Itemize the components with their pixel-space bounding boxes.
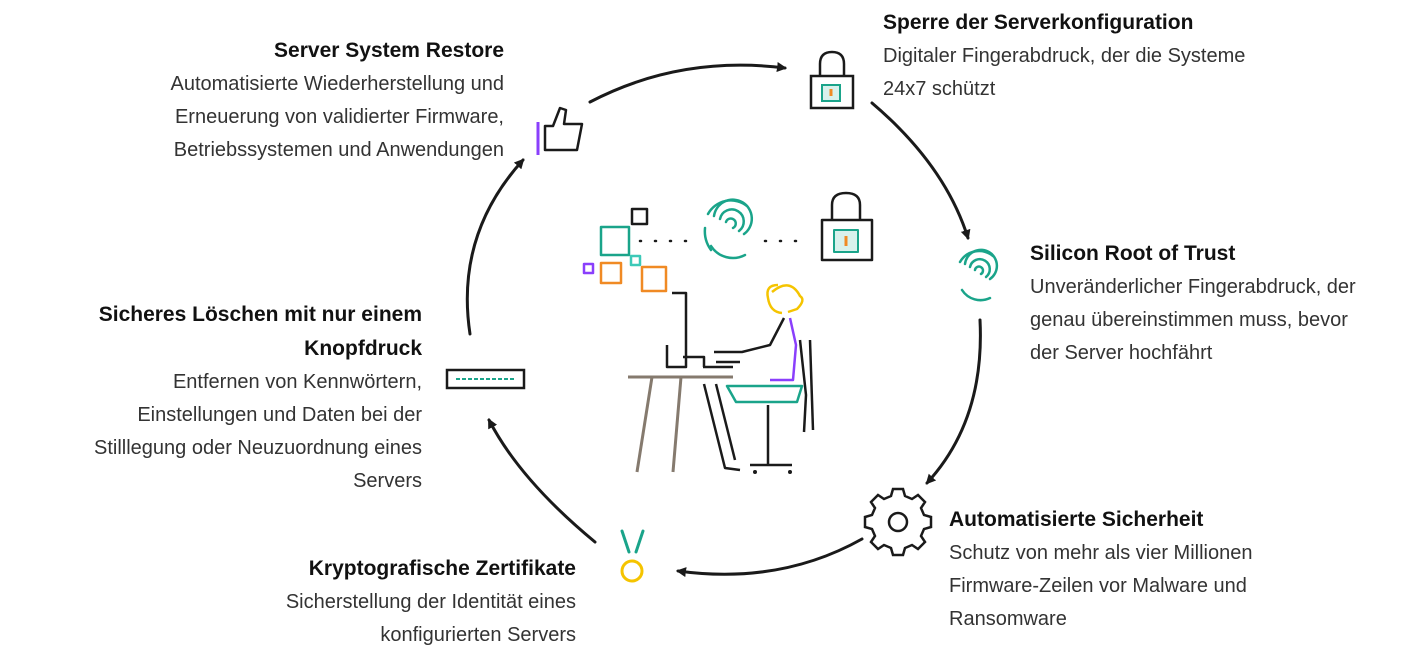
arrow-restore-to-lock <box>588 62 787 104</box>
feature-desc-line: Ransomware <box>949 608 1067 630</box>
feature-desc-line: Einstellungen und Daten bei der <box>137 404 422 426</box>
feature-desc-line: der Server hochfährt <box>1030 342 1213 364</box>
feature-desc-line: Firmware-Zeilen vor Malware und <box>949 575 1247 597</box>
feature-automated-security: Automatisierte Sicherheit Schutz von meh… <box>949 503 1409 636</box>
feature-desc-line: Stilllegung oder Neuzuordnung eines <box>93 437 422 459</box>
feature-desc-line: Schutz von mehr als vier Millionen <box>949 542 1253 564</box>
feature-desc-line: Entfernen von Kennwörtern, <box>172 371 422 393</box>
feature-secure-erase: Sicheres Löschen mit nur einem Knopfdruc… <box>4 298 422 498</box>
medal-icon <box>620 529 645 583</box>
feature-desc-line: Unveränderlicher Fingerabdruck, der <box>1030 276 1356 298</box>
feature-server-config-lock: Sperre der Serverkonfiguration Digitaler… <box>883 6 1413 106</box>
center-illustration <box>582 191 874 474</box>
feature-desc-line: Sicherstellung der Identität eines <box>285 591 576 613</box>
feature-title: Sicheres Löschen mit nur einem <box>98 303 422 326</box>
feature-desc-line: genau übereinstimmen muss, bevor <box>1030 309 1348 331</box>
feature-title: Sperre der Serverkonfiguration <box>883 11 1194 34</box>
feature-desc-line: Digitaler Fingerabdruck, der die Systeme <box>883 45 1246 67</box>
gear-icon <box>863 487 933 557</box>
fingerprint-icon <box>958 248 999 302</box>
padlock-icon <box>809 50 855 110</box>
thumbs-up-icon <box>536 106 584 155</box>
feature-desc-line: 24x7 schützt <box>883 78 996 100</box>
feature-desc-line: Automatisierte Wiederherstellung und <box>170 73 504 95</box>
cycle-arrows <box>465 62 982 578</box>
arrow-lock-to-silicon <box>870 101 971 240</box>
feature-title: Server System Restore <box>274 39 504 62</box>
feature-silicon-root-of-trust: Silicon Root of Trust Unveränderlicher F… <box>1030 237 1428 370</box>
feature-title: Automatisierte Sicherheit <box>949 508 1204 531</box>
arrow-certs-to-erase <box>487 418 597 544</box>
arrow-erase-to-restore <box>465 158 525 336</box>
feature-desc-line: konfigurierten Servers <box>380 624 576 646</box>
feature-title: Kryptografische Zertifikate <box>308 557 576 580</box>
feature-desc-line: Betriebssystemen und Anwendungen <box>173 139 504 161</box>
feature-desc-line: Erneuerung von validierter Firmware, <box>174 106 504 128</box>
arrow-silicon-to-auto <box>925 318 982 485</box>
server-drive-icon <box>445 368 526 390</box>
feature-crypto-certificates: Kryptografische Zertifikate Sicherstellu… <box>176 552 576 649</box>
feature-title: Knopfdruck <box>304 337 422 360</box>
feature-server-system-restore: Server System Restore Automatisierte Wie… <box>30 34 504 167</box>
feature-desc-line: Servers <box>353 470 422 492</box>
feature-title: Silicon Root of Trust <box>1030 242 1236 265</box>
arrow-auto-to-certs <box>676 537 864 578</box>
